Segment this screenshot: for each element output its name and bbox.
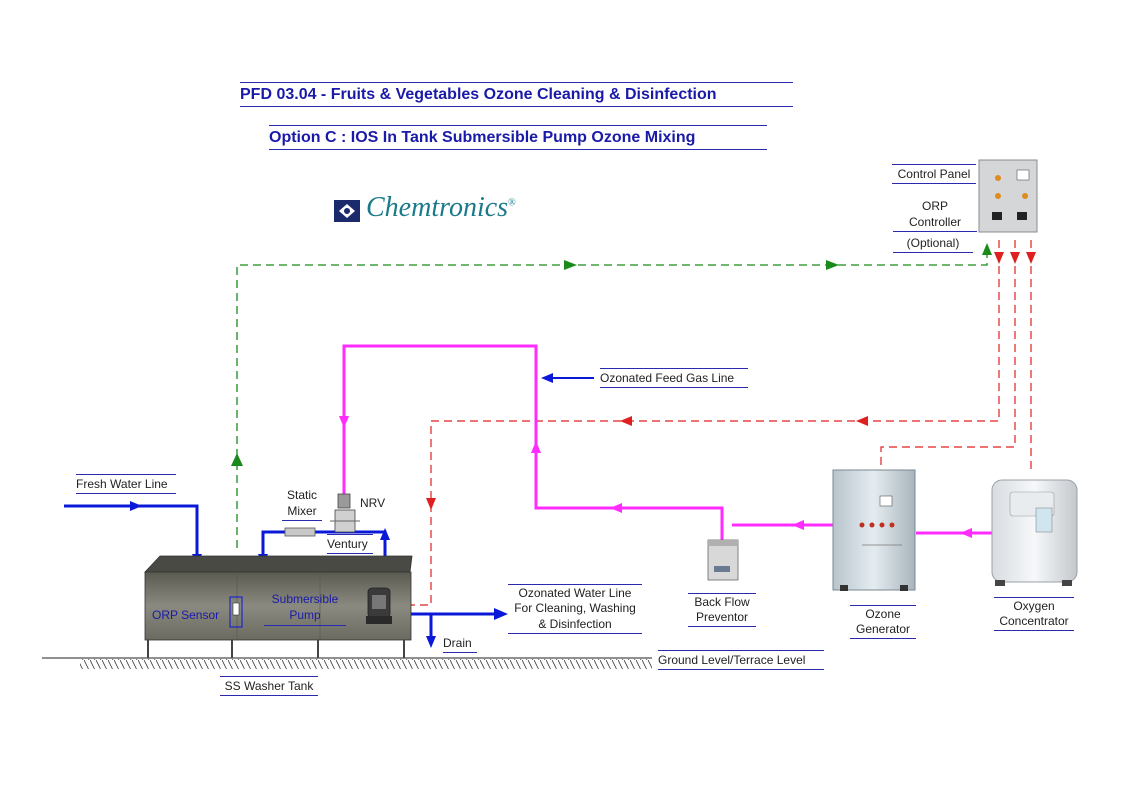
label-optional: (Optional): [893, 236, 973, 253]
label-static-mixer-line2: Mixer: [282, 504, 322, 521]
diagram-subtitle: Option C : IOS In Tank Submersible Pump …: [269, 125, 767, 150]
venturi: [330, 509, 360, 533]
label-back-flow-line2: Preventor: [688, 610, 756, 627]
chemtronics-logo-icon: [334, 200, 360, 222]
ozone-gas-arrows: [339, 416, 972, 538]
label-venturi: Ventury: [327, 534, 373, 554]
label-drain: Drain: [443, 636, 477, 653]
orp-signal-line: [231, 243, 992, 548]
diagram-title: PFD 03.04 - Fruits & Vegetables Ozone Cl…: [240, 82, 793, 107]
ozone-generator: [832, 469, 916, 591]
chemtronics-logo: Chemtronics®: [366, 192, 516, 223]
ss-washer-tank: [144, 555, 413, 658]
control-panel: [978, 159, 1038, 233]
label-ozonated-water-line3: & Disinfection: [508, 617, 642, 634]
ground-level: [42, 657, 652, 669]
label-orp-controller-line1: ORP: [921, 199, 948, 213]
label-orp-sensor: ORP Sensor: [152, 608, 220, 622]
submersible-pump: [366, 587, 392, 624]
back-flow-preventor: [707, 539, 739, 581]
control-signal-arrows: [426, 252, 1036, 510]
label-ozonated-feed-gas-line: Ozonated Feed Gas Line: [600, 368, 748, 388]
label-nrv: NRV: [360, 496, 386, 510]
label-ss-washer-tank: SS Washer Tank: [220, 676, 318, 696]
label-control-panel: Control Panel: [892, 164, 976, 184]
label-submersible-pump-line2: Pump: [264, 608, 346, 626]
oxygen-concentrator: [991, 479, 1078, 586]
nrv-valve: [337, 493, 351, 509]
label-fresh-water-line: Fresh Water Line: [76, 474, 176, 494]
feed-gas-pointer: [541, 373, 594, 383]
label-back-flow-line1: Back Flow: [688, 593, 756, 609]
label-oxygen-concentrator-line1: Oxygen: [994, 597, 1074, 613]
label-ozonated-water-line2: For Cleaning, Washing: [514, 601, 636, 615]
label-ozonated-water-line1: Ozonated Water Line: [508, 584, 642, 600]
label-ozone-generator-line2: Generator: [850, 622, 916, 639]
static-mixer: [284, 527, 316, 537]
orp-sensor: [229, 596, 243, 628]
label-ground-level: Ground Level/Terrace Level: [658, 650, 824, 670]
control-signal-lines: [402, 240, 1032, 606]
label-ozone-generator-line1: Ozone: [850, 605, 916, 621]
ozone-gas-line: [342, 344, 1000, 540]
label-submersible-pump-line1: Submersible: [271, 592, 339, 606]
label-orp-controller-line2: Controller: [893, 215, 977, 232]
label-oxygen-concentrator-line2: Concentrator: [994, 614, 1074, 631]
label-static-mixer-line1: Static: [286, 488, 317, 502]
